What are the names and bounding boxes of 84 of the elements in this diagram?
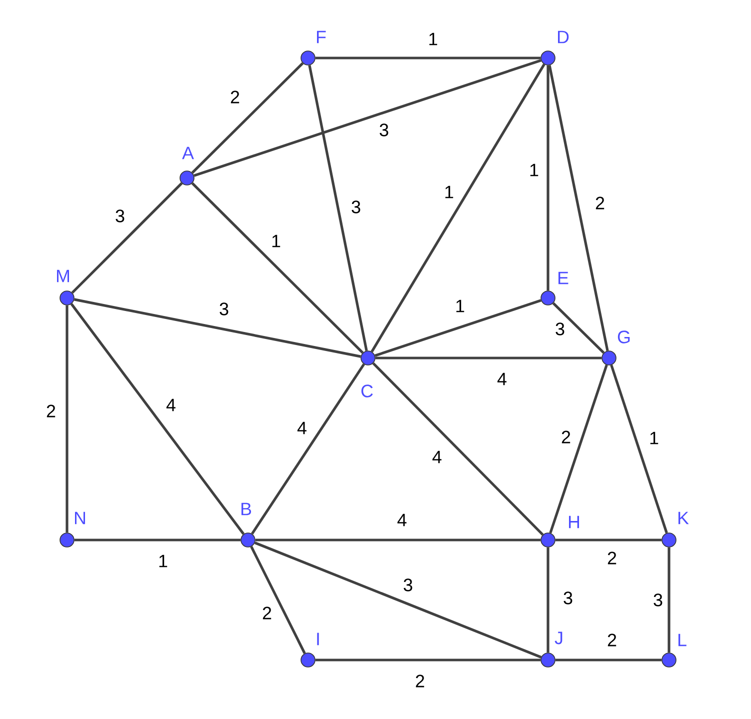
edge-weight: 1 <box>157 554 169 568</box>
point-label: N <box>75 512 86 524</box>
edge-weight: 3 <box>114 208 126 224</box>
edge-line <box>372 362 544 536</box>
vertex-dot <box>662 532 676 548</box>
vertex-dot <box>662 652 676 668</box>
vertex-dot <box>360 350 376 366</box>
vertex-dot <box>540 652 556 668</box>
edge-line <box>546 547 550 653</box>
edge-weight: 3 <box>218 302 230 316</box>
edge-weight: 1 <box>270 234 282 248</box>
vertex-dot <box>602 350 616 366</box>
vertex-dot <box>60 290 74 306</box>
point-label: A <box>182 146 194 160</box>
edge-line <box>191 62 304 174</box>
edge-line <box>255 538 541 542</box>
point-label: I <box>317 632 319 646</box>
edge-weight: 4 <box>296 420 308 436</box>
point-label: H <box>569 516 580 528</box>
edge-line <box>315 56 541 60</box>
edge-line <box>74 298 361 358</box>
edge-line <box>250 546 306 654</box>
edge-line <box>71 182 183 294</box>
edge-line <box>555 658 662 662</box>
edge-weight: 3 <box>350 200 362 214</box>
edge-line <box>555 538 662 542</box>
edge-line <box>549 364 608 534</box>
point-label: C <box>361 384 373 398</box>
edge-weight: 2 <box>606 550 618 566</box>
edge-weight: 2 <box>606 632 618 648</box>
edge-weight: 2 <box>594 196 606 210</box>
edge-line <box>668 547 670 653</box>
vertex-dot <box>240 532 256 548</box>
vertex-dot <box>300 50 316 66</box>
edge-weight: 4 <box>431 450 443 464</box>
edge-weight: 3 <box>652 592 664 608</box>
edge-weight: 1 <box>454 298 466 314</box>
edge-weight: 2 <box>261 606 273 620</box>
edge-weight: 2 <box>560 430 572 444</box>
edge-weight: 4 <box>496 372 508 386</box>
edge-weight: 2 <box>414 674 426 688</box>
point-label: F <box>317 30 326 44</box>
edge-line <box>374 299 542 357</box>
edge-line <box>194 59 542 177</box>
point-label: K <box>678 512 689 524</box>
edge-line <box>552 302 605 354</box>
vertex-dot <box>60 532 74 548</box>
point-label: E <box>558 272 568 284</box>
edge-line <box>308 65 368 351</box>
edge-line <box>191 182 364 354</box>
vertex-dot <box>540 50 556 66</box>
edge-line <box>546 65 550 291</box>
edge-line <box>251 363 366 535</box>
edge-weight: 4 <box>165 398 177 412</box>
edge-line <box>610 364 668 534</box>
vertex-dot <box>300 652 316 668</box>
edge-line <box>74 538 241 542</box>
point-label: L <box>678 634 686 646</box>
edge-line <box>548 65 609 351</box>
vertex-dot <box>180 170 194 186</box>
edge-weight: 2 <box>45 404 57 418</box>
edge-weight: 3 <box>554 322 566 336</box>
point-label: D <box>558 30 569 44</box>
point-label: J <box>554 632 562 644</box>
edge-line <box>66 305 68 533</box>
edge-weight: 1 <box>648 430 660 446</box>
edge-line <box>375 356 602 360</box>
edge-weight: 1 <box>443 184 455 200</box>
edge-line <box>370 64 546 352</box>
edge-weight: 3 <box>378 122 390 138</box>
point-label: B <box>242 502 252 516</box>
edge-line <box>70 303 245 535</box>
point-label: G <box>618 330 630 344</box>
edge-weight: 3 <box>402 578 414 592</box>
point-label: M <box>57 270 69 282</box>
edge-weight: 3 <box>562 590 574 606</box>
edge-weight: 1 <box>528 162 540 178</box>
vertex-dot <box>540 532 556 548</box>
vertex-dot <box>540 290 556 306</box>
edge-weight: 4 <box>396 512 408 528</box>
edge-weight: 1 <box>427 32 439 46</box>
edge-weight: 2 <box>229 90 241 104</box>
edge-line <box>254 542 542 658</box>
edge-line <box>315 658 541 662</box>
